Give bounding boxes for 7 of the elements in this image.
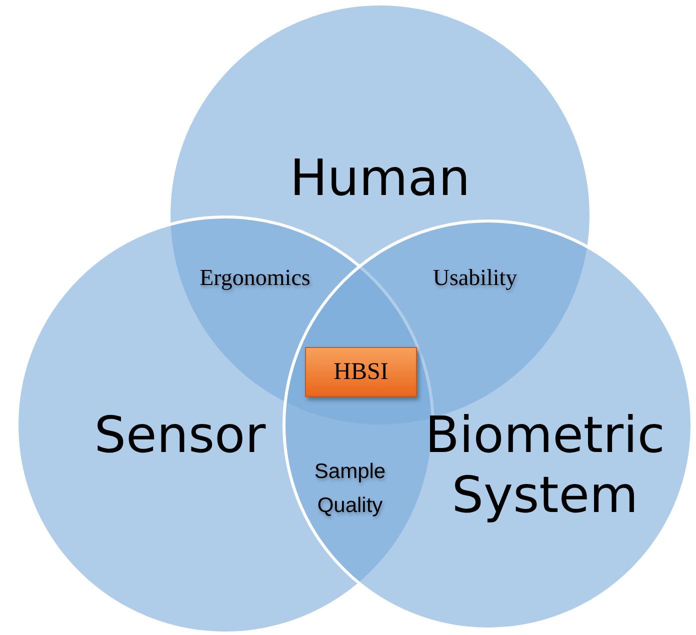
overlap-label: Sample Quality <box>313 459 387 519</box>
set-label: Human <box>288 148 472 208</box>
set-label: Biometric System <box>424 405 666 525</box>
overlap-label: Ergonomics <box>198 264 312 292</box>
highlight-box: HBSI <box>305 347 417 397</box>
set-label: Sensor <box>93 405 267 465</box>
overlap-label: Usability <box>432 264 518 292</box>
